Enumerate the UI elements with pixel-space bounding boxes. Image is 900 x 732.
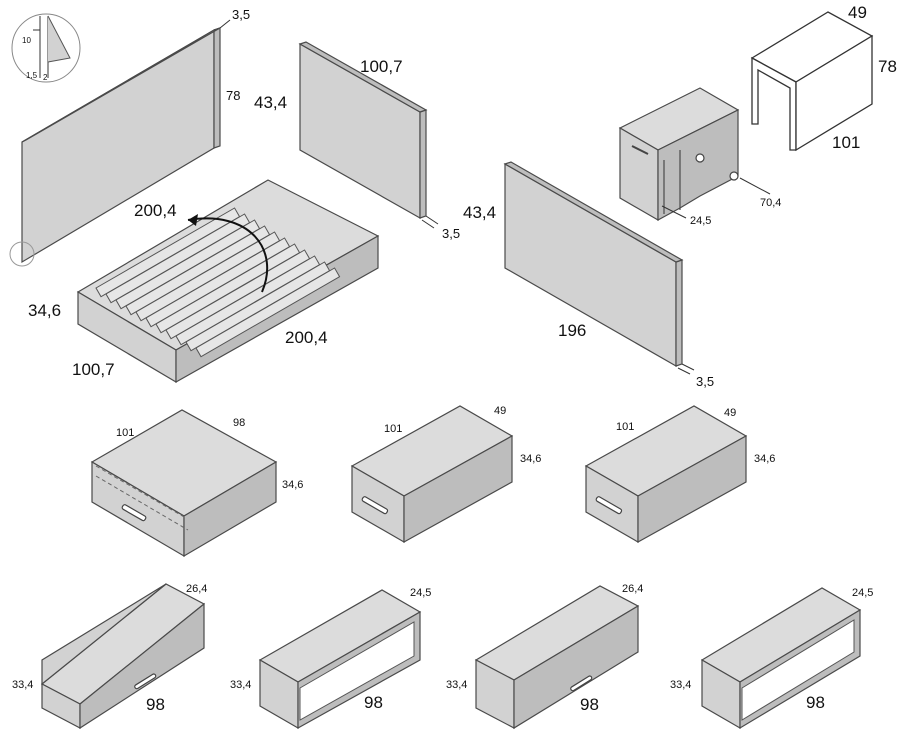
long-panel-height-label: 43,4: [463, 203, 496, 222]
drawer-mid: 101 49 34,6: [350, 405, 541, 544]
wall-unit-1: 26,4 33,4 98: [12, 583, 207, 730]
edge-detail: 10 1,5 2: [11, 13, 81, 83]
long-panel-thickness-label: 3,5: [696, 374, 714, 389]
wall-unit-1-height-label: 33,4: [12, 679, 33, 691]
wall-unit-4-depth-label: 24,5: [852, 587, 873, 599]
wall-unit-3: 26,4 33,4 98: [446, 583, 643, 730]
drawer-right-height-label: 34,6: [754, 453, 775, 465]
bed-base: 200,4 34,6 100,7 200,4: [28, 179, 380, 384]
detail-edge-a-label: 1,5: [26, 71, 38, 80]
wall-unit-2-width-label: 98: [364, 693, 383, 712]
drawer-mid-width-label: 101: [384, 423, 402, 435]
wall-unit-3-height-label: 33,4: [446, 679, 467, 691]
detail-edge-b-label: 2: [43, 73, 48, 82]
headboard-height-label: 78: [226, 88, 240, 103]
detail-thickness-label: 10: [22, 36, 31, 45]
long-panel: 43,4 196 3,5: [463, 161, 714, 389]
drawer-right-depth-label: 49: [724, 407, 736, 419]
bed-slat-length-label: 200,4: [134, 201, 177, 220]
bed-length-label: 200,4: [285, 328, 328, 347]
desk-unit: 70,4 24,5: [618, 87, 781, 227]
wall-unit-4-height-label: 33,4: [670, 679, 691, 691]
desk-table-width-label: 101: [832, 133, 860, 152]
wall-unit-1-depth-label: 26,4: [186, 583, 207, 595]
headboard: 3,5 78: [9, 7, 250, 267]
headboard-thickness-label: 3,5: [232, 7, 250, 22]
side-panel-length-label: 100,7: [360, 57, 403, 76]
bed-slats: [95, 207, 341, 358]
long-panel-length-label: 196: [558, 321, 586, 340]
wall-unit-4-width-label: 98: [806, 693, 825, 712]
drawer-mid-depth-label: 49: [494, 405, 506, 417]
side-panel-thickness-label: 3,5: [442, 226, 460, 241]
wall-unit-3-depth-label: 26,4: [622, 583, 643, 595]
drawer-large-depth-label: 98: [233, 417, 245, 429]
wall-unit-2: 24,5 33,4 98: [230, 587, 431, 730]
side-panel-height-label: 43,4: [254, 93, 287, 112]
desk-table: 49 78 101: [750, 3, 897, 152]
drawer-large: 101 98 34,6: [90, 409, 303, 558]
drawer-large-height-label: 34,6: [282, 479, 303, 491]
wall-unit-2-height-label: 33,4: [230, 679, 251, 691]
side-panel: 100,7 43,4 3,5: [254, 41, 460, 241]
desk-table-height-label: 78: [878, 57, 897, 76]
drawer-mid-height-label: 34,6: [520, 453, 541, 465]
wall-unit-4: 24,5 33,4 98: [670, 587, 873, 730]
wall-unit-3-width-label: 98: [580, 695, 599, 714]
bed-height-label: 34,6: [28, 301, 61, 320]
drawer-large-width-label: 101: [116, 427, 134, 439]
desk-unit-depth-label: 24,5: [690, 215, 711, 227]
desk-unit-width-label: 70,4: [760, 197, 781, 209]
wall-unit-1-width-label: 98: [146, 695, 165, 714]
desk-table-depth-label: 49: [848, 3, 867, 22]
drawer-right-width-label: 101: [616, 421, 634, 433]
wall-unit-2-depth-label: 24,5: [410, 587, 431, 599]
bed-width-label: 100,7: [72, 360, 115, 379]
drawer-right: 101 49 34,6: [584, 405, 775, 544]
